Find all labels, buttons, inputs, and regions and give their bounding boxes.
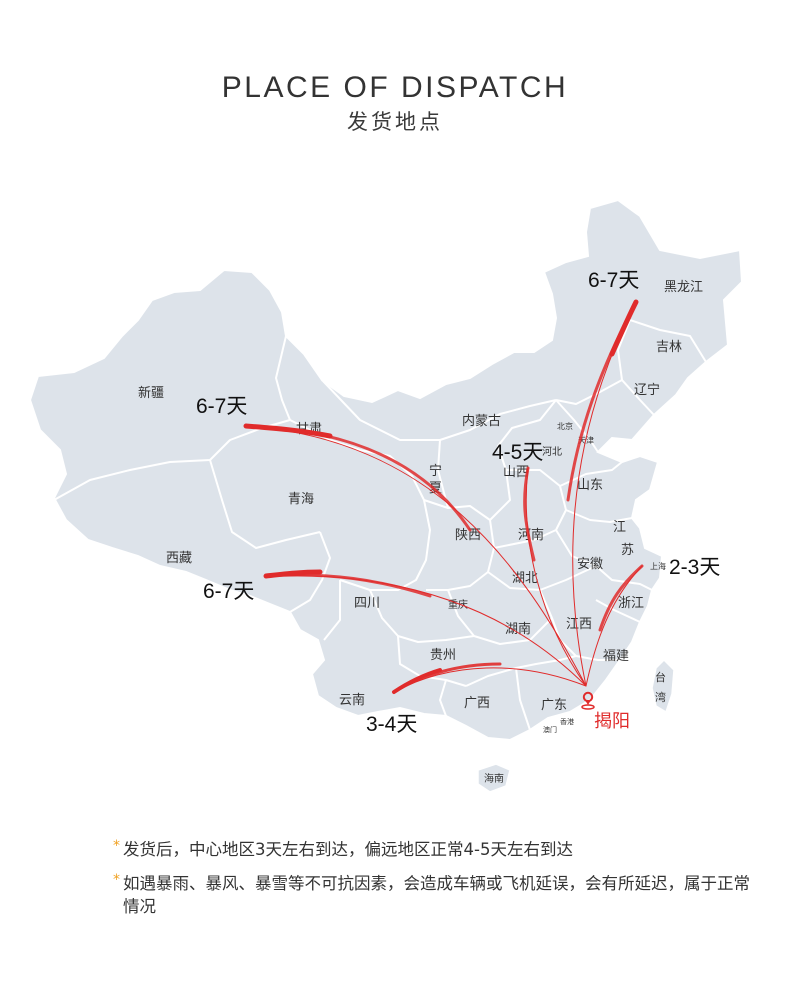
notes: * 发货后，中心地区3天左右到达，偏远地区正常4-5天左右到达 * 如遇暴雨、暴… <box>113 838 753 929</box>
land-mass <box>28 198 744 793</box>
province-label: 四川 <box>354 596 380 611</box>
province-label: 江西 <box>566 617 592 632</box>
taiwan-shape <box>651 658 675 714</box>
province-label: 北京 <box>557 421 573 431</box>
province-label: 广西 <box>464 696 490 711</box>
route-line <box>609 299 639 357</box>
delivery-time-label: 6-7天 <box>588 269 639 292</box>
delivery-routes <box>243 299 644 694</box>
province-label: 山西 <box>503 465 529 480</box>
province-label: 云南 <box>339 692 365 708</box>
province-label: 苏 <box>621 542 634 558</box>
province-label: 内蒙古 <box>462 413 501 429</box>
province-borders <box>53 319 707 731</box>
province-label: 新疆 <box>138 385 164 401</box>
note-item: * 如遇暴雨、暴风、暴雪等不可抗因素，会造成车辆或飞机延误，会有所延迟，属于正常… <box>113 872 753 918</box>
province-label: 河北 <box>542 446 562 458</box>
province-label: 山东 <box>577 478 603 493</box>
province-label: 贵州 <box>430 648 456 663</box>
note-star: * <box>113 838 120 854</box>
delivery-time-label: 6-7天 <box>203 580 254 603</box>
province-label: 湾 <box>655 690 666 704</box>
page-title: PLACE OF DISPATCH <box>221 71 569 104</box>
origin-marker: 揭阳 <box>581 691 630 732</box>
province-label: 河南 <box>518 527 544 543</box>
delivery-time-label: 4-5天 <box>492 441 543 464</box>
province-label: 安徽 <box>577 557 603 572</box>
province-label: 福建 <box>603 649 629 664</box>
route-line <box>243 423 333 439</box>
note-text: 发货后，中心地区3天左右到达，偏远地区正常4-5天左右到达 <box>123 840 573 859</box>
province-label: 湖南 <box>505 621 531 637</box>
origin-label: 揭阳 <box>594 711 630 732</box>
province-label: 辽宁 <box>634 382 660 398</box>
mainland-shape <box>28 198 744 742</box>
province-label: 重庆 <box>448 598 468 611</box>
route-line <box>263 569 323 579</box>
route-line <box>598 564 644 632</box>
hainan-shape <box>477 763 511 793</box>
page-subtitle: 发货地点 <box>347 110 443 134</box>
route-line <box>525 467 587 687</box>
province-label: 香港 <box>560 717 574 726</box>
province-label: 湖北 <box>512 571 538 586</box>
province-label: 台 <box>655 670 666 684</box>
province-label: 陕西 <box>455 528 481 543</box>
province-label: 浙江 <box>618 596 644 611</box>
province-label: 宁 <box>429 463 442 479</box>
province-label: 吉林 <box>656 340 682 355</box>
province-label: 澳门 <box>543 725 557 734</box>
note-item: * 发货后，中心地区3天左右到达，偏远地区正常4-5天左右到达 <box>113 838 753 861</box>
province-label: 广东 <box>541 698 567 713</box>
location-pin-icon <box>581 691 595 710</box>
note-text: 如遇暴雨、暴风、暴雪等不可抗因素，会造成车辆或飞机延误，会有所延迟，属于正常情况 <box>123 874 750 916</box>
province-label: 上海 <box>650 561 666 571</box>
delivery-time-label: 6-7天 <box>196 395 247 418</box>
province-label: 海南 <box>484 772 504 785</box>
route-line <box>523 466 536 562</box>
province-label: 江 <box>613 520 626 535</box>
route-line <box>247 425 587 687</box>
route-line <box>392 668 442 694</box>
province-label: 黑龙江 <box>664 280 703 295</box>
delivery-time-label: 3-4天 <box>366 713 417 736</box>
province-labels: 新疆 西藏 青海 甘肃 内蒙古 黑龙江 吉林 辽宁 北京 天津 河北 山西 宁 … <box>138 280 703 785</box>
delivery-time-labels: 6-7天 6-7天 6-7天 4-5天 2-3天 3-4天 <box>196 269 720 736</box>
delivery-time-label: 2-3天 <box>669 556 720 579</box>
province-label: 西藏 <box>166 551 192 566</box>
province-label: 青海 <box>288 492 314 507</box>
note-star: * <box>113 872 120 888</box>
